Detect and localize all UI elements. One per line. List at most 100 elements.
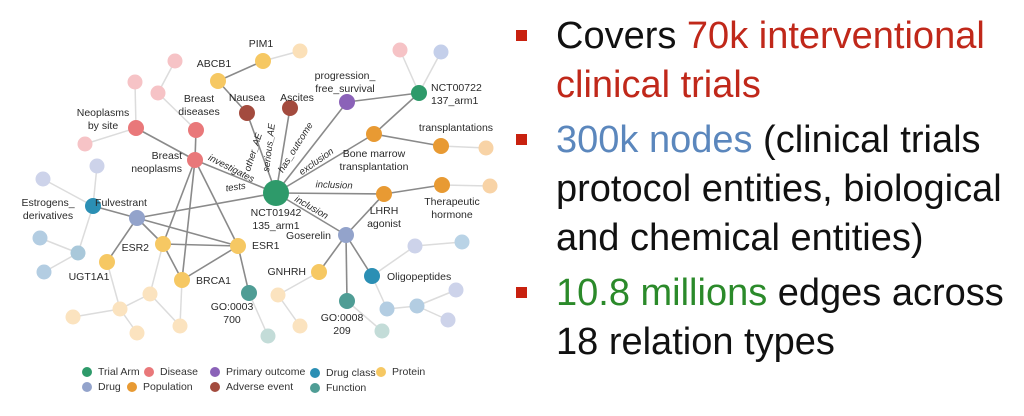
edge-breast_neoplasms-brca1	[181, 159, 196, 281]
faint-edge	[106, 261, 121, 310]
faint-node	[172, 318, 188, 334]
function-swatch-icon	[310, 383, 320, 393]
node-label-nausea: Nausea	[229, 92, 265, 104]
faint-edge	[77, 205, 94, 254]
faint-nodes-layer	[32, 42, 498, 344]
faint-node	[454, 234, 470, 250]
legend-item-disease: Disease	[144, 366, 198, 378]
edge-nct01942-bone_marrow	[275, 133, 375, 194]
node-label-ugt1a1: UGT1A1	[69, 271, 110, 283]
faint-node	[35, 171, 51, 187]
faint-node	[292, 43, 308, 59]
bullet-edges: 10.8 millions edges across 18 relation t…	[510, 269, 1020, 367]
node-esr2	[155, 236, 171, 252]
node-nausea	[239, 105, 255, 121]
highlight-edges-count: 10.8 millions	[556, 272, 768, 314]
faint-node	[374, 323, 390, 339]
node-label-estrogens: Estrogens_derivatives	[21, 197, 74, 222]
bullet-list: Covers 70k interventional clinical trial…	[510, 12, 1020, 373]
faint-node	[270, 287, 286, 303]
faint-node	[440, 312, 456, 328]
legend-item-population: Population	[127, 381, 193, 393]
edge-breast_neoplasms-neoplasms_by_site	[135, 127, 196, 161]
faint-node	[167, 53, 183, 69]
edge-nct01942-pfs	[275, 101, 348, 194]
node-breast-neoplasms	[187, 152, 203, 168]
node-label-pim1: PIM1	[249, 38, 274, 50]
node-go0008209	[339, 293, 355, 309]
edge-nct01942-breast_neoplasms	[194, 159, 277, 194]
node-label-pfs: progression_free_survival	[315, 70, 376, 95]
node-abcb1	[210, 73, 226, 89]
faint-node	[150, 85, 166, 101]
knowledge-graph: investigatestestsother_AEserious_AEhas_o…	[21, 38, 498, 344]
faint-node	[407, 238, 423, 254]
protein-swatch-icon	[376, 367, 386, 377]
faint-node	[70, 245, 86, 261]
edge-goserelin-go0008209	[345, 234, 348, 302]
bullet-trials: Covers 70k interventional clinical trial…	[510, 12, 1020, 110]
nodes-layer	[85, 53, 450, 309]
edge-goserelin-oligopeptides	[345, 234, 373, 277]
trial-arm-swatch-icon	[82, 367, 92, 377]
faint-node	[142, 286, 158, 302]
faint-edge	[149, 243, 164, 295]
faint-node	[379, 301, 395, 317]
faint-edge	[42, 178, 94, 207]
adverse-event-swatch-icon	[210, 382, 220, 392]
node-bone-marrow	[366, 126, 382, 142]
legend-item-function: Function	[310, 382, 366, 394]
faint-edge	[157, 92, 197, 131]
node-gnhrh	[311, 264, 327, 280]
faint-node	[112, 301, 128, 317]
edge-label-inclusion: inclusion	[315, 179, 352, 191]
edge-lhrh-therapeutic_hormone	[383, 184, 443, 195]
node-label-oligopeptides: Oligopeptides	[387, 271, 451, 283]
legend-item-trial-arm: Trial Arm	[82, 366, 140, 378]
edge-label-exclusion: exclusion	[297, 146, 336, 178]
bullet-square-icon	[516, 30, 527, 41]
faint-node	[409, 298, 425, 314]
node-esr1	[230, 238, 246, 254]
faint-node	[448, 282, 464, 298]
faint-node	[36, 264, 52, 280]
faint-edge	[414, 241, 463, 247]
edge-nct01942-ascites	[275, 107, 291, 194]
node-estrogens	[85, 198, 101, 214]
node-label-esr2: ESR2	[122, 242, 150, 254]
edge-nct01942-fulvestrant	[136, 192, 277, 219]
edge-nct01942-nausea	[246, 112, 277, 194]
edge-lhrh-goserelin	[345, 193, 385, 236]
faint-node	[77, 136, 93, 152]
edge-brca1-esr1	[181, 245, 239, 281]
drug-class-swatch-icon	[310, 368, 320, 378]
node-goserelin	[338, 227, 354, 243]
faint-edge	[441, 184, 491, 187]
node-nct00722	[411, 85, 427, 101]
faint-node	[32, 230, 48, 246]
highlight-trials-count: 70k interventional clinical trials	[556, 15, 985, 106]
node-label-goserelin: Goserelin	[286, 230, 331, 242]
node-ugt1a1	[99, 254, 115, 270]
node-brca1	[174, 272, 190, 288]
node-lhrh	[376, 186, 392, 202]
bullet-square-icon	[516, 134, 527, 145]
drug-swatch-icon	[82, 382, 92, 392]
edge-esr2-esr1	[162, 243, 239, 247]
node-therapeutic-hormone	[434, 177, 450, 193]
faint-node	[392, 42, 408, 58]
edge-nct01942-lhrh	[275, 192, 385, 195]
faint-node	[292, 318, 308, 334]
node-label-abcb1: ABCB1	[197, 58, 232, 70]
bullet-nodes: 300k nodes (clinical trials protocol ent…	[510, 116, 1020, 263]
node-label-ascites: Ascites	[280, 92, 314, 104]
node-label-transplantations: transplantations	[419, 122, 493, 134]
edge-nct01942-goserelin	[275, 192, 347, 236]
edge-bone_marrow-transplantations	[373, 133, 442, 147]
